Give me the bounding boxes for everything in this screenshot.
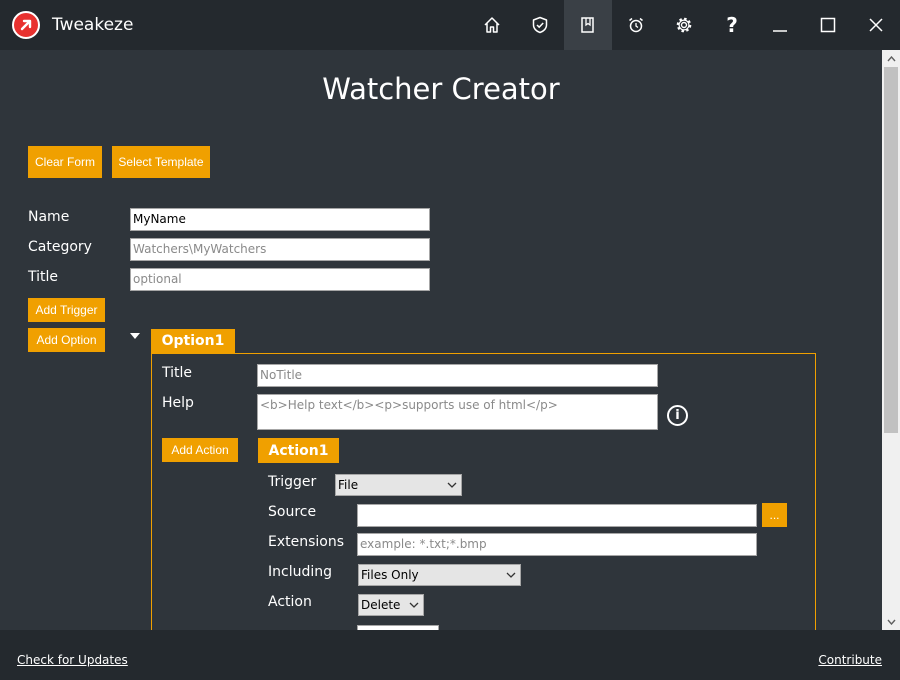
browse-button[interactable]: ... [762, 503, 787, 527]
title-label: Title [28, 269, 59, 285]
help-button[interactable]: ? [708, 0, 756, 50]
older-than-input[interactable] [357, 625, 439, 630]
source-label: Source [268, 504, 317, 520]
settings-button[interactable] [660, 0, 708, 50]
select-template-button[interactable]: Select Template [112, 146, 210, 178]
clear-form-button[interactable]: Clear Form [28, 146, 102, 178]
action-select[interactable]: Delete [358, 594, 424, 616]
including-select[interactable]: Files Only [358, 564, 521, 586]
scroll-thumb[interactable] [884, 67, 898, 433]
vertical-scrollbar[interactable] [882, 50, 900, 630]
collapse-option-icon[interactable] [130, 333, 140, 339]
maximize-button[interactable] [804, 0, 852, 50]
chevron-down-icon [506, 572, 516, 578]
home-button[interactable] [468, 0, 516, 50]
trigger-label: Trigger [268, 474, 317, 490]
option-group-box [151, 353, 816, 630]
action-header[interactable]: Action1 [258, 438, 339, 463]
option-help-label: Help [162, 395, 194, 411]
option-help-input[interactable]: <b>Help text</b><p>supports use of html<… [257, 394, 658, 430]
watchers-button[interactable] [564, 0, 612, 50]
chevron-down-icon [409, 602, 419, 608]
extensions-label: Extensions [268, 534, 345, 550]
close-icon [869, 18, 883, 32]
app-logo-icon [12, 11, 40, 39]
chevron-down-icon [447, 482, 457, 488]
shield-check-icon [532, 16, 548, 34]
book-icon [581, 17, 594, 33]
add-option-button[interactable]: Add Option [28, 328, 105, 352]
check-for-updates-link[interactable]: Check for Updates [17, 653, 128, 667]
name-input[interactable]: MyName [130, 208, 430, 231]
trigger-select[interactable]: File [335, 474, 462, 496]
title-bar: Tweakeze ? [0, 0, 900, 50]
category-input[interactable]: Watchers\MyWatchers [130, 238, 430, 261]
source-input[interactable] [357, 504, 757, 527]
close-button[interactable] [852, 0, 900, 50]
scheduler-button[interactable] [612, 0, 660, 50]
help-icon: ? [726, 13, 738, 37]
option-title-input[interactable]: NoTitle [257, 364, 658, 387]
main-content: Watcher Creator Clear Form Select Templa… [0, 50, 882, 630]
title-input[interactable]: optional [130, 268, 430, 291]
contribute-link[interactable]: Contribute [818, 653, 882, 667]
minimize-button[interactable] [756, 0, 804, 50]
add-trigger-button[interactable]: Add Trigger [28, 298, 105, 322]
trigger-select-value: File [338, 478, 359, 492]
name-label: Name [28, 209, 70, 225]
scroll-up-icon[interactable] [882, 50, 900, 67]
scroll-down-icon[interactable] [882, 613, 900, 630]
gear-icon [676, 17, 692, 33]
maximize-icon [820, 17, 836, 33]
category-label: Category [28, 239, 92, 255]
including-select-value: Files Only [361, 568, 419, 582]
footer: Check for Updates Contribute [0, 630, 900, 680]
alarm-clock-icon [629, 17, 643, 33]
including-label: Including [268, 564, 332, 580]
extensions-input[interactable]: example: *.txt;*.bmp [357, 533, 757, 556]
home-icon [484, 17, 500, 33]
info-icon[interactable]: i [667, 405, 688, 426]
add-action-button[interactable]: Add Action [162, 438, 238, 462]
page-title: Watcher Creator [322, 72, 560, 106]
security-button[interactable] [516, 0, 564, 50]
action-select-value: Delete [361, 598, 401, 612]
option-title-label: Title [162, 365, 193, 381]
app-title: Tweakeze [52, 15, 134, 35]
action-label: Action [268, 594, 312, 610]
option-header[interactable]: Option1 [151, 329, 235, 353]
minimize-icon [773, 30, 787, 32]
